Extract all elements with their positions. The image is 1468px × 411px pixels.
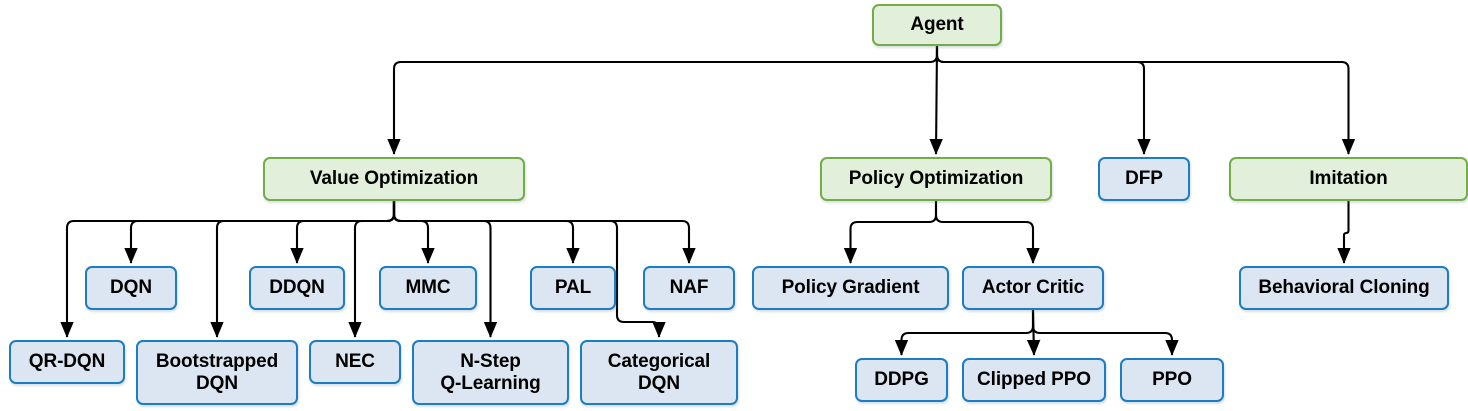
node-ddpg[interactable]: DDPG (855, 358, 948, 402)
edge-value_opt-to-mmc (392, 201, 435, 264)
node-label-imitation: Imitation (1309, 168, 1388, 190)
node-behavioral_clone[interactable]: Behavioral Cloning (1239, 266, 1449, 310)
edge-imitation-to-behavioral_clone (1337, 201, 1351, 264)
node-label-dfp: DFP (1125, 168, 1163, 190)
node-ddqn[interactable]: DDQN (249, 266, 345, 310)
node-label-qr_dqn: QR-DQN (28, 351, 106, 373)
node-label-n_step_q: N-Step Q-Learning (440, 350, 541, 394)
node-label-policy_opt: Policy Optimization (848, 168, 1024, 190)
node-nec[interactable]: NEC (309, 340, 401, 384)
node-policy_opt[interactable]: Policy Optimization (820, 157, 1052, 201)
node-naf[interactable]: NAF (643, 266, 735, 310)
edge-policy_opt-to-policy_gradient (843, 201, 938, 264)
node-label-actor_critic: Actor Critic (981, 277, 1085, 299)
node-label-behavioral_clone: Behavioral Cloning (1258, 277, 1430, 299)
node-clipped_ppo[interactable]: Clipped PPO (962, 358, 1106, 402)
node-label-pal: PAL (554, 277, 592, 299)
node-label-nec: NEC (335, 351, 375, 373)
edge-actor_critic-to-ddpg (894, 310, 1035, 356)
node-value_opt[interactable]: Value Optimization (263, 157, 525, 201)
node-label-ppo: PPO (1152, 369, 1192, 391)
edge-agent-to-policy_opt (929, 45, 943, 155)
edge-actor_critic-to-ppo (1031, 310, 1179, 356)
node-label-categorical_dqn: Categorical DQN (607, 350, 711, 394)
node-pal[interactable]: PAL (530, 266, 616, 310)
node-categorical_dqn[interactable]: Categorical DQN (580, 340, 738, 405)
node-bootstrapped_dqn[interactable]: Bootstrapped DQN (136, 340, 298, 405)
node-label-value_opt: Value Optimization (309, 168, 479, 190)
node-label-dqn: DQN (110, 277, 152, 299)
node-label-naf: NAF (669, 277, 709, 299)
edge-actor_critic-to-clipped_ppo (1026, 309, 1041, 356)
node-dfp[interactable]: DFP (1098, 157, 1190, 201)
edge-policy_opt-to-actor_critic (934, 201, 1040, 264)
node-actor_critic[interactable]: Actor Critic (962, 266, 1104, 310)
node-n_step_q[interactable]: N-Step Q-Learning (412, 340, 569, 405)
edge-value_opt-to-ddqn (290, 201, 396, 264)
edge-agent-to-imitation (935, 46, 1356, 155)
edge-agent-to-dfp (935, 46, 1151, 155)
node-qr_dqn[interactable]: QR-DQN (9, 340, 125, 384)
node-agent[interactable]: Agent (872, 4, 1002, 46)
node-dqn[interactable]: DQN (85, 266, 177, 310)
edge-value_opt-to-naf (392, 201, 696, 264)
node-mmc[interactable]: MMC (379, 266, 477, 310)
node-imitation[interactable]: Imitation (1229, 157, 1468, 201)
edge-value_opt-to-pal (392, 201, 580, 264)
edge-agent-to-value_opt (387, 46, 939, 155)
node-label-mmc: MMC (405, 277, 451, 299)
node-label-ddqn: DDQN (269, 277, 325, 299)
node-label-agent: Agent (910, 14, 964, 36)
node-label-ddpg: DDPG (874, 369, 929, 391)
node-label-bootstrapped_dqn: Bootstrapped DQN (155, 350, 279, 394)
node-policy_gradient[interactable]: Policy Gradient (752, 266, 949, 310)
node-ppo[interactable]: PPO (1120, 358, 1224, 402)
edge-value_opt-to-dqn (124, 201, 396, 264)
node-label-clipped_ppo: Clipped PPO (977, 369, 1091, 391)
node-label-policy_gradient: Policy Gradient (781, 277, 920, 299)
